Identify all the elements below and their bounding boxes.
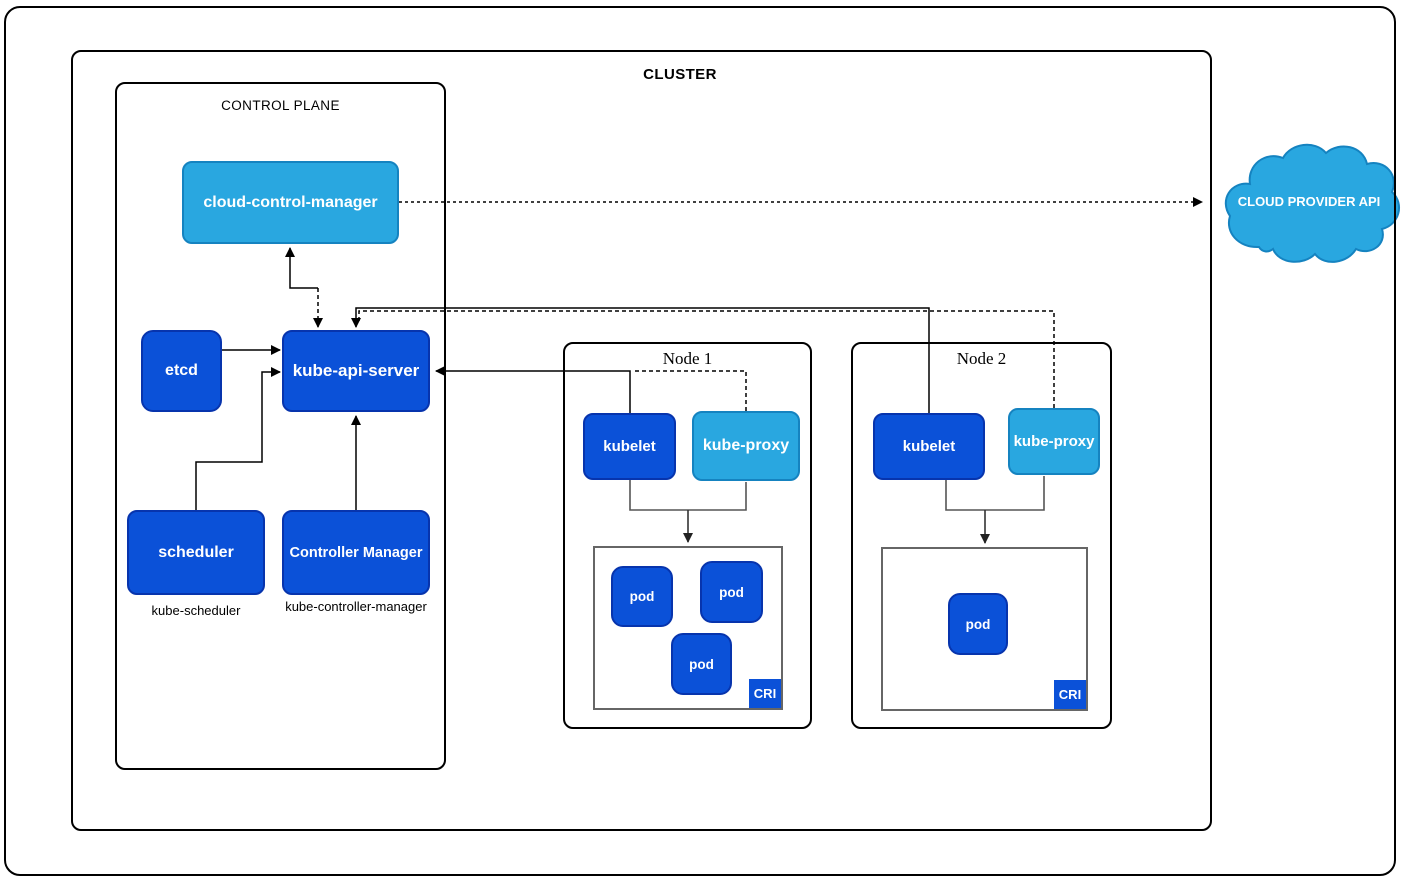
node2-title: Node 2 [956, 349, 1007, 368]
arrow-scheduler-to-apiserver [195, 367, 281, 510]
arrow-node1-kubelet-to-apiserver [435, 366, 631, 413]
scheduler-box: scheduler [127, 510, 265, 595]
node2-cri-box [881, 547, 1088, 711]
node1-kube-proxy-box: kube-proxy [692, 411, 800, 481]
cloud-provider-api-label: CLOUD PROVIDER API [1237, 194, 1381, 209]
line-node2-kubeproxy-dashed [358, 310, 1055, 408]
control-plane-box [115, 82, 446, 770]
node1-cri-badge: CRI [749, 679, 781, 708]
line-node2-kubelet-kubeproxy-join [945, 476, 1045, 511]
cloud-shape [1224, 143, 1401, 263]
node1-pod1: pod [611, 566, 673, 627]
control-plane-label: CONTROL PLANE [221, 98, 340, 113]
kube-controller-manager-caption: kube-controller-manager [285, 599, 427, 614]
arrow-node2-kubelet-to-apiserver [351, 307, 930, 413]
node2-pod1: pod [948, 593, 1008, 655]
node2-box [851, 342, 1112, 729]
kube-scheduler-caption: kube-scheduler [151, 603, 241, 618]
cluster-box [71, 50, 1212, 831]
arrow-apiserver-to-ccm-solid [285, 247, 318, 289]
node1-pod2: pod [700, 561, 763, 623]
cloud-control-manager-box: cloud-control-manager [182, 161, 399, 244]
kube-api-server-box: kube-api-server [282, 330, 430, 412]
node1-title: Node 1 [662, 349, 713, 368]
cluster-label: CLUSTER [643, 66, 717, 83]
line-node1-kubeproxy-dashed [632, 370, 747, 411]
node2-cri-badge: CRI [1054, 680, 1086, 709]
diagram-outer-border [4, 6, 1396, 876]
node1-box [563, 342, 812, 729]
node1-pod3: pod [671, 633, 732, 695]
node2-kube-proxy-box: kube-proxy [1008, 408, 1100, 475]
node2-kubelet-box: kubelet [873, 413, 985, 480]
etcd-box: etcd [141, 330, 222, 412]
node1-cri-box [593, 546, 783, 710]
controller-manager-box: Controller Manager [282, 510, 430, 595]
node1-kubelet-box: kubelet [583, 413, 676, 480]
